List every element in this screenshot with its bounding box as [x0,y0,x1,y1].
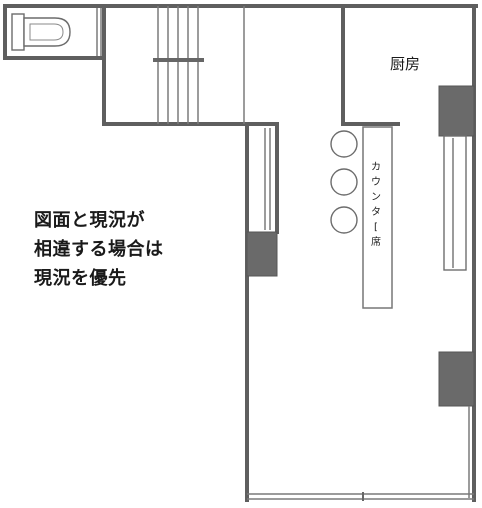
counter-label-char: ン [371,192,381,203]
staircase [102,4,279,126]
note-line: 相違する場合は [34,239,164,260]
counter-label-char: [ [374,222,378,233]
kitchen-label: 厨房 [390,55,421,73]
kitchen-partition [341,4,400,126]
note-line: 現況を優先 [34,268,127,289]
counter-label-char: ウ [371,177,381,188]
stool [330,206,358,234]
column [246,231,278,277]
restroom [3,4,104,60]
toilet-icon [11,13,71,51]
counter-seat-label: カ ウ ン タ [ 席 [368,160,384,250]
column [438,85,475,137]
note-line: 図面と現況が [34,210,145,231]
column [438,351,475,407]
counter [362,126,393,309]
stool [330,130,358,158]
stool [330,168,358,196]
counter-label-char: 席 [371,237,381,248]
counter-label-char: カ [371,162,381,173]
right-wall [438,4,476,502]
center-wall [245,122,279,502]
disclaimer-note: 図面と現況が 相違する場合は 現況を優先 [34,206,164,293]
storefront [247,492,474,501]
counter-label-char: タ [371,207,381,218]
